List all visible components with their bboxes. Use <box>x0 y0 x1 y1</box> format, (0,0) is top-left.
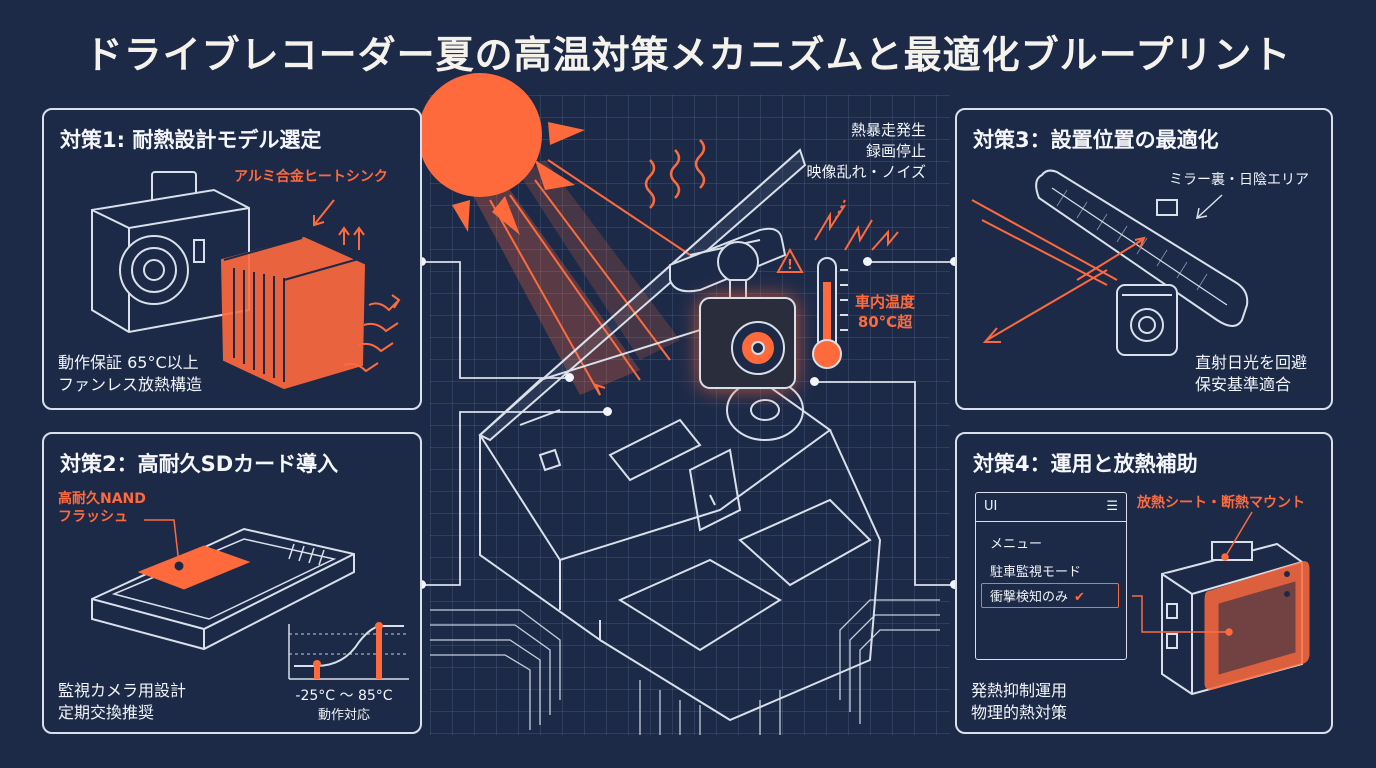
panel-title: 対策2：高耐久SDカード導入 <box>60 452 339 476</box>
dashcam-ui-menu: UI ☰ メニュー 駐車監視モード 衝撃検知のみ ✔ <box>975 492 1127 660</box>
problem-label: 熱暴走発生 <box>850 121 926 139</box>
heatsink-icon <box>220 236 366 390</box>
sd-card-illustration <box>91 519 409 680</box>
ui-header: UI <box>984 499 998 514</box>
panel-heat-resistant-model: 対策1: 耐熱設計モデル選定 アルミ合金ヒートシンク <box>42 108 422 410</box>
panel-caption: 発熱抑制運用 物理的熱対策 <box>971 680 1067 724</box>
connector-dot <box>565 373 574 382</box>
mirror-illustration <box>971 169 1249 356</box>
cooling-sheet-icon <box>1204 561 1310 690</box>
panel-caption: 監視カメラ用設計 定期交換推奨 <box>58 680 186 724</box>
panel-sd-card: 対策2：高耐久SDカード導入 高耐久NAND フラッシュ <box>42 432 422 734</box>
dashcam-heatsink-illustration <box>91 171 401 390</box>
temperature-label: 車内温度 80°C超 <box>855 292 915 332</box>
dashcam-icon <box>1116 284 1178 356</box>
sun-icon <box>418 73 585 235</box>
problem-labels: 熱暴走発生 録画停止 映像乱れ・ノイズ <box>790 120 926 183</box>
connector-dot <box>810 377 819 386</box>
ui-menu-item-label: 衝撃検知のみ <box>990 590 1069 605</box>
ui-menu-item: メニュー <box>990 537 1043 552</box>
caption-line: 直射日光を回避 <box>1195 353 1308 372</box>
connector-dot <box>863 257 872 266</box>
mirror-shade-label: ミラー裏・日陰エリア <box>1169 172 1309 188</box>
nand-label-line: フラッシュ <box>58 509 128 525</box>
panel-title: 対策1: 耐熱設計モデル選定 <box>60 128 322 152</box>
temperature-label-line: 80°C超 <box>857 313 913 331</box>
thermometer-icon <box>812 257 848 369</box>
caption-line: 物理的熱対策 <box>971 703 1068 722</box>
panel-title: 対策4：運用と放熱補助 <box>973 452 1198 476</box>
panel-caption: 動作保証 65°C以上 ファンレス放熱構造 <box>58 352 202 396</box>
problem-label: 映像乱れ・ノイズ <box>806 163 926 181</box>
svg-text:!: ! <box>787 258 793 273</box>
page-title: ドライブレコーダー夏の高温対策メカニズムと最適化ブループリント <box>84 33 1292 77</box>
spark-icons <box>814 199 899 251</box>
ui-menu-item-parking: 駐車監視モード <box>990 565 1082 580</box>
dashcam-center <box>699 297 796 389</box>
nand-label-line: 高耐久NAND <box>58 491 146 507</box>
ui-menu-item-impact-only: 衝撃検知のみ ✔ <box>981 583 1119 608</box>
heatsink-label: アルミ合金ヒートシンク <box>234 169 388 185</box>
blueprint-grid <box>430 95 950 735</box>
caption-line: 動作保証 65°C以上 <box>58 353 199 372</box>
panel-title: 対策3：設置位置の最適化 <box>973 128 1219 152</box>
heat-waves-icon <box>644 139 706 209</box>
panel-caption: 直射日光を回避 保安基準適合 <box>1195 352 1307 396</box>
connector-dot <box>950 257 959 266</box>
temperature-range-graph <box>288 624 409 680</box>
dashcam-cooling-illustration <box>1132 511 1310 696</box>
ui-divider <box>976 521 1126 522</box>
temp-range-label: -25°C ～ 85°C 動作対応 <box>279 686 409 726</box>
cooling-sheet-label: 放熱シート・断熱マウント <box>1137 495 1305 511</box>
caption-line: 定期交換推奨 <box>58 703 155 722</box>
temp-range-value: -25°C ～ 85°C <box>295 688 393 704</box>
caption-line: 監視カメラ用設計 <box>58 681 187 700</box>
panel-operation-cooling: 対策4：運用と放熱補助 放熱シート・断熱マウント 発熱抑制運用 物理的熱対策 <box>955 432 1333 734</box>
nand-label: 高耐久NAND フラッシュ <box>58 490 146 526</box>
temperature-label-line: 車内温度 <box>855 293 916 311</box>
caption-line: ファンレス放熱構造 <box>58 375 203 394</box>
caption-line: 発熱抑制運用 <box>971 681 1068 700</box>
warning-icon: ! <box>776 247 804 273</box>
problem-label: 録画停止 <box>865 142 926 160</box>
connector-dot <box>603 407 612 416</box>
caption-line: 保安基準適合 <box>1195 375 1292 394</box>
connector-dot <box>950 580 959 589</box>
menu-icon: ☰ <box>1106 499 1118 514</box>
temp-range-sub: 動作対応 <box>317 708 370 723</box>
check-icon: ✔ <box>1074 590 1085 605</box>
panel-mounting-position: 対策3：設置位置の最適化 ミラー裏・日陰エリア <box>955 108 1333 410</box>
